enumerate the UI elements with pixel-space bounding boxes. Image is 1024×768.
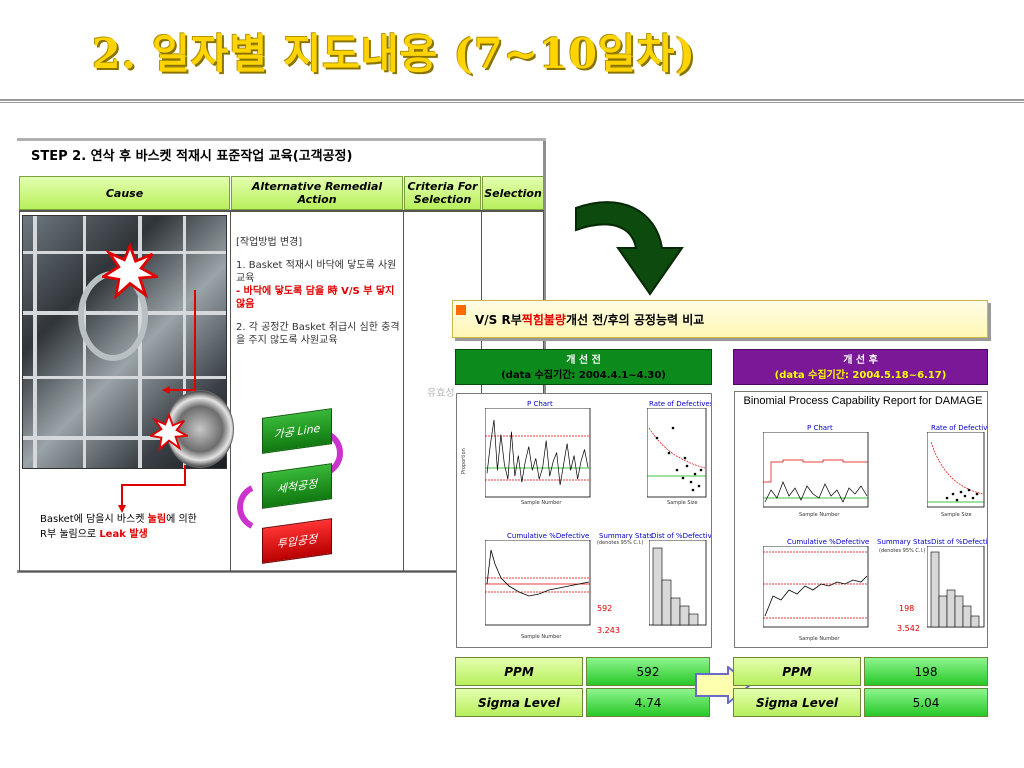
damage-burst-icon [150, 412, 188, 452]
after-cumulative-chart [763, 546, 869, 628]
damage-burst-icon [102, 243, 158, 299]
step-heading: STEP 2. 연삭 후 바스켓 적재시 표준작업 교육(고객공정) [31, 149, 353, 164]
panel-top-border [17, 138, 546, 141]
before-ppm-label: PPM [455, 657, 583, 686]
comparison-heading: V/S R부 찍힘불량 개선 전/후의 공정능력 비교 [452, 300, 988, 338]
header-selection: Selection [482, 176, 544, 210]
before-ppm-result: 592 [586, 657, 710, 686]
after-capability-report: Binomial Process Capability Report for D… [734, 391, 988, 648]
before-p-chart [485, 408, 591, 498]
header-cause: Cause [19, 176, 230, 210]
callout-arrows [118, 290, 196, 513]
before-sigma-label: Sigma Level [455, 688, 583, 717]
curved-down-arrow-icon [575, 201, 684, 296]
after-dist-chart [927, 546, 985, 628]
watermark-text: 유효성 [427, 388, 455, 399]
before-capability-report: P Chart Rate of Defectives Proportion Sa… [456, 393, 712, 648]
after-ppm-result: 198 [864, 657, 988, 686]
before-pchart-title: P Chart [527, 400, 553, 408]
before-label-box: 개 선 전 (data 수집기간: 2004.4.1~4.30) [455, 349, 712, 385]
after-rate-chart [927, 432, 985, 508]
after-label-box: 개 선 후 (data 수집기간: 2004.5.18~6.17) [733, 349, 988, 385]
header-criteria: Criteria For Selection [404, 176, 481, 210]
before-cumulative-chart [485, 540, 591, 626]
capability-report-title: Binomial Process Capability Report for D… [743, 395, 983, 407]
bullet-icon [456, 305, 466, 315]
title-divider [0, 99, 1024, 103]
page-title: 2. 일자별 지도내용 (7~10일차) [92, 30, 696, 78]
remedy-text: [작업방법 변경] 1. Basket 적재시 바닥에 닿도록 사원교육 - 바… [236, 237, 400, 346]
before-pchart-series-line [486, 419, 589, 486]
after-sigma-result: 5.04 [864, 688, 988, 717]
basket-closeup [166, 390, 234, 468]
before-rate-chart [647, 408, 707, 498]
after-ppm-label: PPM [733, 657, 861, 686]
before-z-value: 3.243 [597, 626, 620, 635]
before-dist-chart [649, 540, 707, 626]
after-ppm-value: 198 [899, 604, 915, 613]
after-p-chart [763, 432, 869, 508]
before-rate-title: Rate of Defectives [649, 400, 712, 408]
after-z-value: 3.542 [897, 624, 920, 633]
header-action: Alternative Remedial Action [231, 176, 403, 210]
after-sigma-label: Sigma Level [733, 688, 861, 717]
before-ppm-value: 592 [597, 604, 613, 613]
before-sigma-result: 4.74 [586, 688, 710, 717]
cause-description: Basket에 담을시 바스켓 눌림에 의한 R부 눌림으로 Leak 발생 [40, 514, 197, 540]
